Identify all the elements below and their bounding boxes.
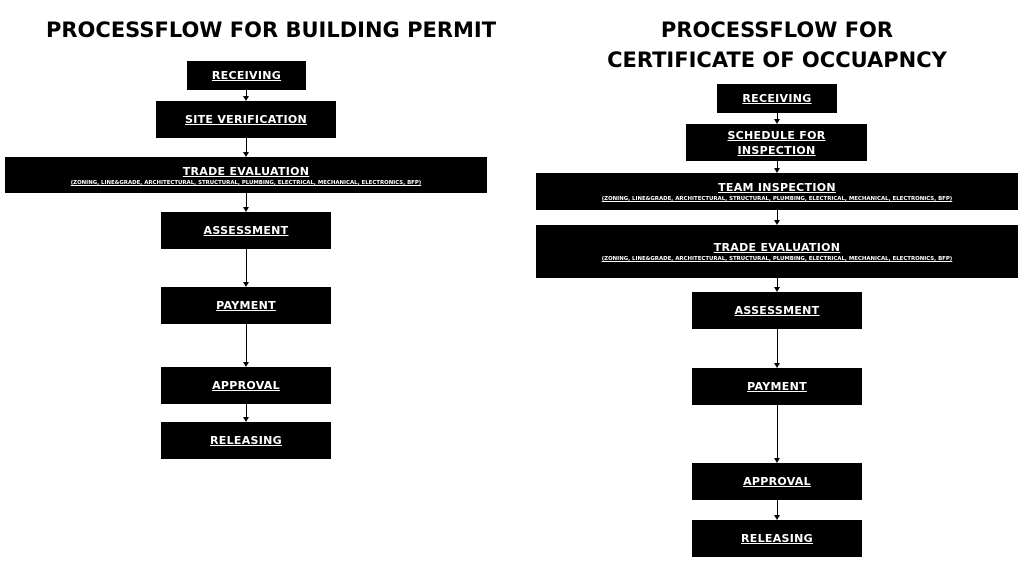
co-assessment-label: ASSESSMENT: [734, 304, 820, 317]
co-arrow-1: [777, 113, 778, 119]
bp-trade-evaluation-detail: (ZONING, LINE&GRADE, ARCHITECTURAL, STRU…: [70, 179, 422, 186]
co-trade-evaluation-label: TRADE EVALUATION: [713, 241, 841, 254]
co-payment-label: PAYMENT: [747, 380, 807, 393]
bp-receiving-step: RECEIVING: [187, 61, 306, 90]
bp-arrowhead-1: [243, 96, 249, 101]
bp-arrowhead-6: [243, 417, 249, 422]
co-receiving-step: RECEIVING: [717, 84, 837, 113]
co-trade-evaluation-step: TRADE EVALUATION (ZONING, LINE&GRADE, AR…: [536, 225, 1018, 278]
bp-site-verification-label: SITE VERIFICATION: [184, 113, 308, 126]
building-permit-title-text: PROCESSFLOW FOR BUILDING PERMIT: [46, 18, 497, 42]
bp-approval-label: APPROVAL: [212, 379, 280, 392]
co-schedule-line1: SCHEDULE FOR: [727, 128, 826, 142]
bp-arrowhead-5: [243, 362, 249, 367]
co-assessment-step: ASSESSMENT: [692, 292, 862, 329]
co-arrow-3: [777, 210, 778, 220]
co-arrow-4: [777, 278, 778, 287]
bp-arrow-5: [246, 324, 247, 362]
co-approval-step: APPROVAL: [692, 463, 862, 500]
co-arrowhead-3: [774, 220, 780, 225]
co-arrowhead-6: [774, 458, 780, 463]
bp-arrowhead-2: [243, 152, 249, 157]
occupancy-title: PROCESSFLOW FOR CERTIFICATE OF OCCUAPNCY: [596, 15, 958, 75]
co-arrow-5: [777, 329, 778, 363]
bp-approval-step: APPROVAL: [161, 367, 331, 404]
bp-arrowhead-3: [243, 207, 249, 212]
bp-releasing-step: RELEASING: [161, 422, 331, 459]
co-payment-step: PAYMENT: [692, 368, 862, 405]
co-arrowhead-4: [774, 287, 780, 292]
bp-arrow-6: [246, 404, 247, 417]
bp-arrow-2: [246, 138, 247, 152]
bp-arrowhead-4: [243, 282, 249, 287]
co-releasing-label: RELEASING: [741, 532, 813, 545]
co-arrowhead-2: [774, 168, 780, 173]
co-arrow-6: [777, 405, 778, 458]
co-arrow-7: [777, 500, 778, 515]
co-team-inspection-step: TEAM INSPECTION (ZONING, LINE&GRADE, ARC…: [536, 173, 1018, 210]
bp-payment-label: PAYMENT: [216, 299, 276, 312]
bp-assessment-step: ASSESSMENT: [161, 212, 331, 249]
bp-trade-evaluation-step: TRADE EVALUATION (ZONING, LINE&GRADE, AR…: [5, 157, 487, 193]
occupancy-title-line1: PROCESSFLOW FOR: [660, 18, 894, 42]
co-schedule-inspection-step: SCHEDULE FOR INSPECTION: [686, 124, 867, 161]
bp-site-verification-step: SITE VERIFICATION: [156, 101, 336, 138]
co-releasing-step: RELEASING: [692, 520, 862, 557]
co-arrowhead-1: [774, 119, 780, 124]
co-arrow-2: [777, 161, 778, 168]
co-schedule-line2: INSPECTION: [737, 143, 816, 157]
bp-receiving-label: RECEIVING: [211, 69, 282, 82]
co-receiving-label: RECEIVING: [742, 92, 812, 105]
bp-arrow-1: [246, 90, 247, 96]
bp-assessment-label: ASSESSMENT: [203, 224, 289, 237]
building-permit-title: PROCESSFLOW FOR BUILDING PERMIT: [46, 15, 497, 45]
bp-arrow-3: [246, 193, 247, 207]
co-team-inspection-detail: (ZONING, LINE&GRADE, ARCHITECTURAL, STRU…: [601, 196, 953, 202]
co-arrowhead-5: [774, 363, 780, 368]
co-arrowhead-7: [774, 515, 780, 520]
bp-releasing-label: RELEASING: [210, 434, 282, 447]
bp-payment-step: PAYMENT: [161, 287, 331, 324]
co-team-inspection-label: TEAM INSPECTION: [718, 181, 836, 194]
bp-arrow-4: [246, 249, 247, 282]
occupancy-title-line2: CERTIFICATE OF OCCUAPNCY: [607, 48, 947, 72]
co-trade-evaluation-detail: (ZONING, LINE&GRADE, ARCHITECTURAL, STRU…: [601, 256, 953, 262]
bp-trade-evaluation-label: TRADE EVALUATION: [182, 164, 310, 178]
co-approval-label: APPROVAL: [743, 475, 811, 488]
